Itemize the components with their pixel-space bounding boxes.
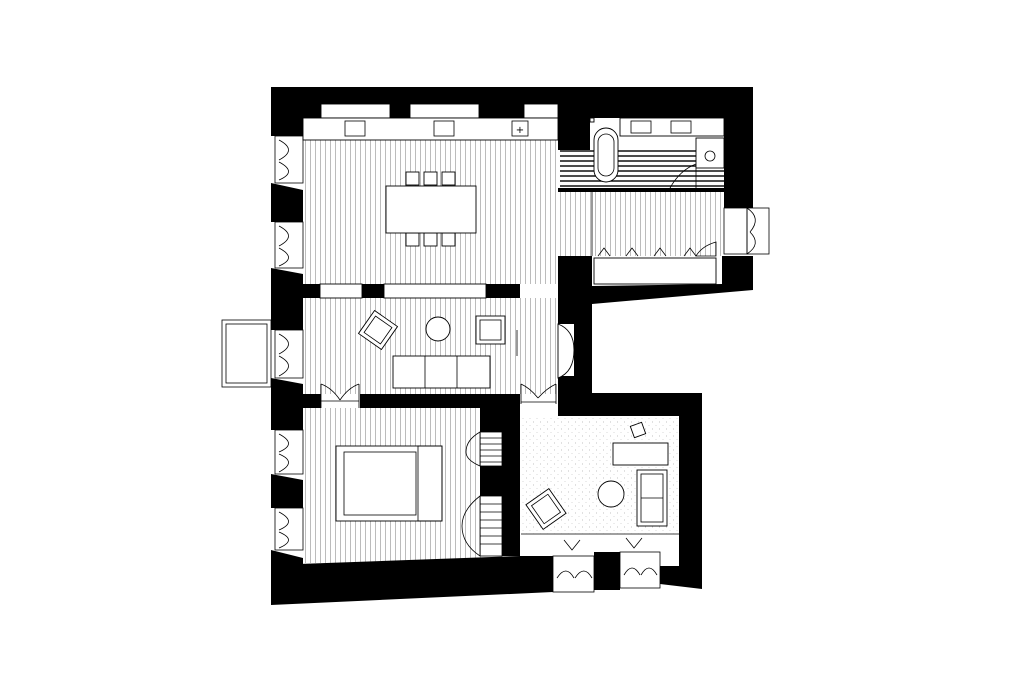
- door-living-study: [520, 383, 557, 404]
- wall-study-right: [679, 393, 702, 567]
- kitchen-dining: +: [302, 117, 559, 247]
- door-living-bedroom: [320, 383, 360, 408]
- hall-hooks: [597, 247, 697, 257]
- living-room: [319, 283, 575, 389]
- entrance-door: [723, 207, 770, 255]
- living-sofa: [392, 355, 491, 389]
- dining-chairs-bottom: [405, 232, 456, 247]
- kitchen-counter: [302, 117, 559, 141]
- window-left-2: [274, 221, 304, 269]
- wall-entrance-right: [722, 256, 753, 286]
- wall-left-4: [271, 378, 303, 430]
- living-shelf: [319, 283, 363, 299]
- toilet-cabinet: [695, 137, 725, 169]
- entrance-hall-floor: [558, 192, 722, 256]
- living-fireplace: [557, 323, 575, 379]
- window-top-1: [320, 103, 391, 119]
- wall-bedroom-right: [480, 408, 502, 432]
- bathroom: [593, 117, 725, 187]
- bedroom: [335, 431, 503, 557]
- wall-bottom: [271, 556, 553, 605]
- wall-entrance-lower: [558, 256, 753, 304]
- window-bottom-1: [552, 555, 595, 593]
- window-top-3: [523, 103, 559, 119]
- wall-left-6: [271, 550, 303, 565]
- window-left-3: [274, 329, 304, 379]
- wall-bottom-pier-1: [594, 552, 620, 590]
- wall-living-east: [574, 304, 592, 376]
- wall-partition-1a: [303, 284, 320, 298]
- washbasin-left: [630, 120, 652, 134]
- study-armchair: [525, 488, 567, 530]
- dining-chairs-top: [405, 171, 456, 186]
- vanity-counter: [619, 117, 725, 137]
- window-top-2: [409, 103, 480, 119]
- wall-top-pier-1: [271, 104, 321, 118]
- wall-bedroom-right-2: [480, 466, 502, 496]
- study-lamp: [629, 421, 647, 439]
- window-top-bath: [589, 117, 595, 123]
- balcony-inner: [225, 323, 268, 384]
- wall-bedroom-right-3: [502, 408, 520, 556]
- wall-partition-1b: [362, 284, 384, 298]
- bed-duvet: [343, 451, 417, 516]
- living-side-chair: [475, 315, 506, 345]
- cooktop-icon: +: [516, 125, 524, 136]
- wall-corridor-top: [558, 188, 724, 192]
- kitchen-sink-right: [433, 120, 455, 137]
- kitchen-sink-left: [344, 120, 366, 137]
- cooktop: [511, 120, 529, 137]
- wardrobe-upper: [465, 431, 503, 467]
- wall-partition-2a: [303, 394, 321, 408]
- double-bed: [335, 445, 443, 522]
- entrance-hall: [591, 192, 717, 285]
- washbasin-right: [670, 120, 692, 134]
- living-armchair: [357, 309, 399, 351]
- study-sideboard: [612, 442, 669, 466]
- wall-partition-1c: [486, 284, 520, 298]
- balcony: [221, 319, 272, 388]
- toilet: [704, 150, 716, 162]
- wall-top: [271, 87, 753, 104]
- wall-bottom-pier-2: [660, 566, 702, 589]
- living-shelf-2: [383, 283, 487, 299]
- study-sofa: [636, 469, 668, 527]
- window-left-5: [274, 507, 304, 551]
- window-left-4: [274, 429, 304, 475]
- walls: [271, 87, 753, 605]
- study-round-table: [597, 480, 625, 508]
- living-round-table: [425, 316, 451, 342]
- hall-bench: [593, 257, 717, 285]
- wall-left-1: [271, 118, 303, 136]
- dining-table: [385, 185, 477, 234]
- wall-top-right: [590, 104, 753, 118]
- wall-top-pier-4: [558, 104, 590, 150]
- wall-study-top: [558, 393, 702, 416]
- window-left-1: [274, 135, 304, 184]
- bathtub: [593, 127, 619, 183]
- wall-left-2: [271, 183, 303, 222]
- window-bottom-2: [619, 551, 661, 589]
- wall-left-3: [271, 268, 303, 330]
- study-lounge: [521, 421, 679, 551]
- wall-top-pier-3: [479, 104, 524, 118]
- door-hall-corner: [695, 241, 717, 257]
- wall-bath-right: [724, 118, 753, 208]
- wardrobe-lower: [461, 495, 503, 557]
- wall-partition-2b: [360, 394, 520, 408]
- wall-top-pier-2: [390, 104, 410, 118]
- study-window-swings: [563, 537, 643, 551]
- bed-headboard: [417, 445, 443, 522]
- wall-left-5: [271, 474, 303, 508]
- windows: [221, 103, 661, 593]
